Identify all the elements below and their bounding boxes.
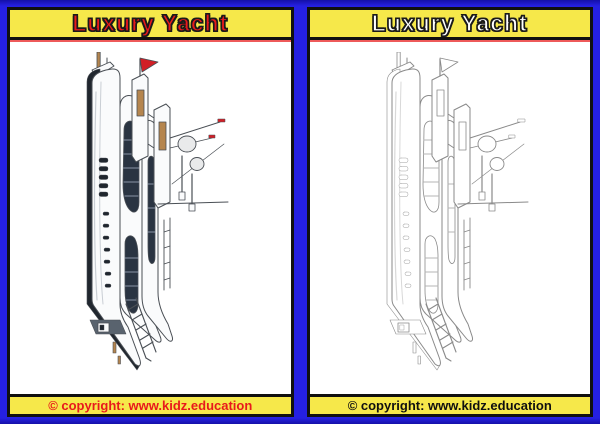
flashcard-outline: Luxury Yacht © copyright: www.kidz.educa… bbox=[306, 7, 593, 417]
yacht-illustration-colored bbox=[80, 52, 230, 382]
panel-header: Luxury Yacht bbox=[10, 10, 291, 40]
illustration-area bbox=[10, 40, 291, 394]
page-title: Luxury Yacht bbox=[72, 10, 229, 36]
illustration-area bbox=[309, 40, 590, 394]
copyright-bar: © copyright: www.kidz.education bbox=[309, 394, 590, 414]
flashcard-colored: Luxury Yacht © copyright: www.kidz.educa… bbox=[7, 7, 294, 417]
copyright-bar: © copyright: www.kidz.education bbox=[10, 394, 291, 414]
copyright-text: © copyright: www.kidz.education bbox=[48, 398, 253, 413]
copyright-text: © copyright: www.kidz.education bbox=[347, 398, 552, 413]
page-title: Luxury Yacht bbox=[371, 10, 528, 36]
panel-header: Luxury Yacht bbox=[309, 10, 590, 40]
yacht-illustration-outline bbox=[380, 52, 530, 382]
